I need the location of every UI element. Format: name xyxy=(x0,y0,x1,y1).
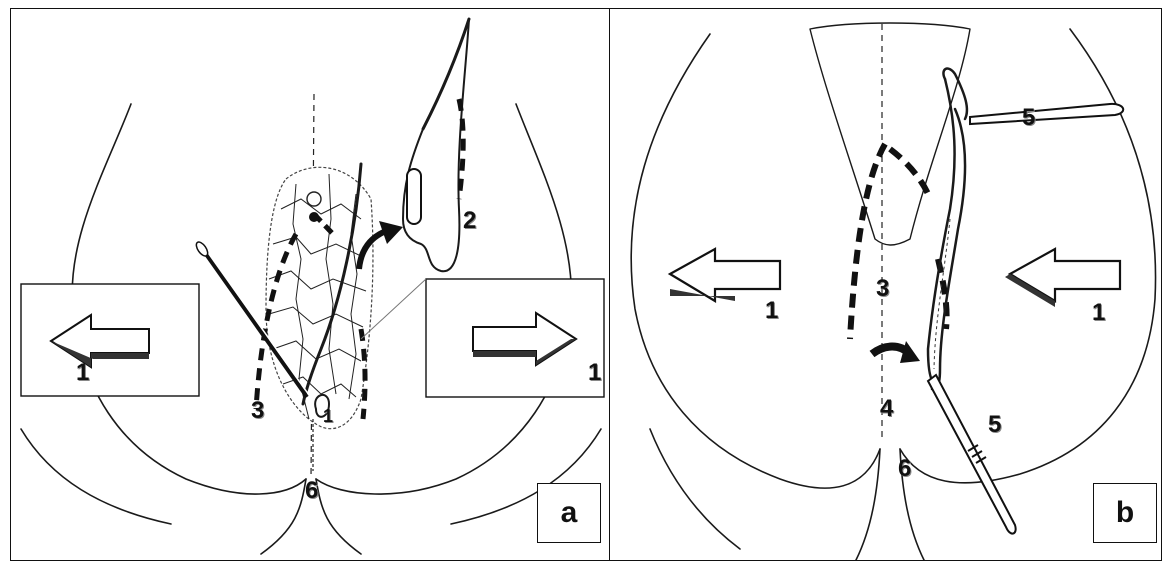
label-needle: 1 xyxy=(323,407,333,425)
panel-letter-b: b xyxy=(1093,483,1157,543)
label-incision: 3 xyxy=(876,277,889,301)
right-cleft-line xyxy=(316,479,361,554)
left-cleft-line xyxy=(855,449,880,561)
label-instrument-top: 5 xyxy=(1022,106,1035,130)
panel-letter-a: a xyxy=(537,483,601,543)
curved-arrow-head xyxy=(900,341,920,363)
label-tape-right: 1 xyxy=(588,361,601,385)
label-tape-left: 1 xyxy=(76,361,89,385)
label-cleft: 6 xyxy=(898,457,911,481)
pit-dot xyxy=(309,212,319,222)
label-cleft: 6 xyxy=(305,479,318,503)
flap-2 xyxy=(403,19,469,271)
sacral-region xyxy=(810,23,970,245)
panel-b: 1 1 3 4 5 5 6 b xyxy=(609,8,1162,561)
flap-strip-right xyxy=(932,109,965,389)
label-incision: 3 xyxy=(251,399,264,423)
label-instrument-bottom: 5 xyxy=(988,413,1001,437)
incision-top-dashes xyxy=(890,149,930,199)
left-thigh-outline xyxy=(650,429,740,549)
arrow-right-icon xyxy=(1010,249,1120,301)
label-arrow-right: 1 xyxy=(1092,301,1105,325)
label-flap: 2 xyxy=(463,209,476,233)
label-suture-point: 4 xyxy=(880,397,893,421)
left-thigh-outline xyxy=(21,429,171,524)
right-buttock-outline xyxy=(900,29,1156,483)
forceps-top xyxy=(970,104,1123,124)
panel-a: 1 1 2 3 1 6 a xyxy=(10,8,610,561)
label-arrow-left: 1 xyxy=(765,299,778,323)
flap-2-slot xyxy=(407,169,421,224)
probe-eye xyxy=(194,240,210,258)
forceps-bottom xyxy=(928,375,1016,534)
